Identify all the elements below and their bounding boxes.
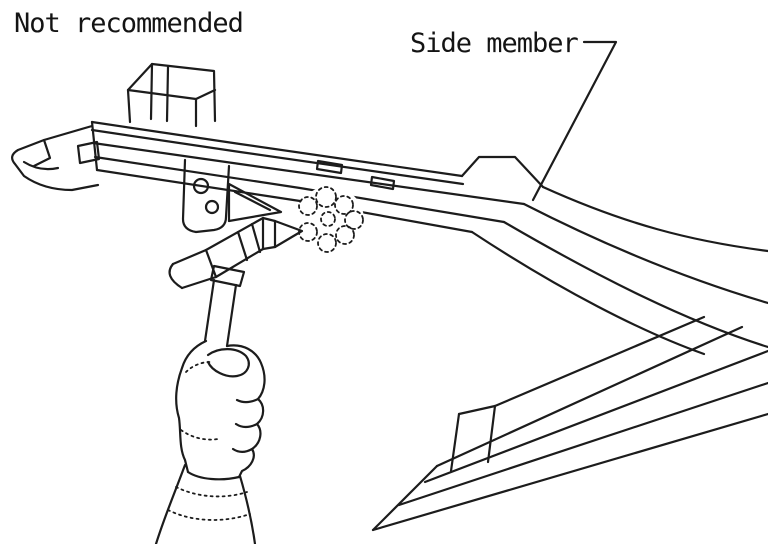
weld-spatter xyxy=(298,186,364,253)
side-member-leader-line xyxy=(531,40,618,202)
front-bracket xyxy=(11,124,101,192)
not-recommended-label: Not recommended xyxy=(14,8,244,39)
crossmember-bracket xyxy=(126,62,217,128)
spatter-mask xyxy=(296,186,364,254)
welding-torch xyxy=(168,216,304,348)
side-member-rail xyxy=(90,120,768,356)
spring-hanger-bracket xyxy=(181,158,283,234)
gloved-hand xyxy=(154,339,266,544)
side-member-label: Side member xyxy=(410,28,579,59)
glove-stitching xyxy=(167,361,251,521)
sill-rail xyxy=(371,315,768,532)
